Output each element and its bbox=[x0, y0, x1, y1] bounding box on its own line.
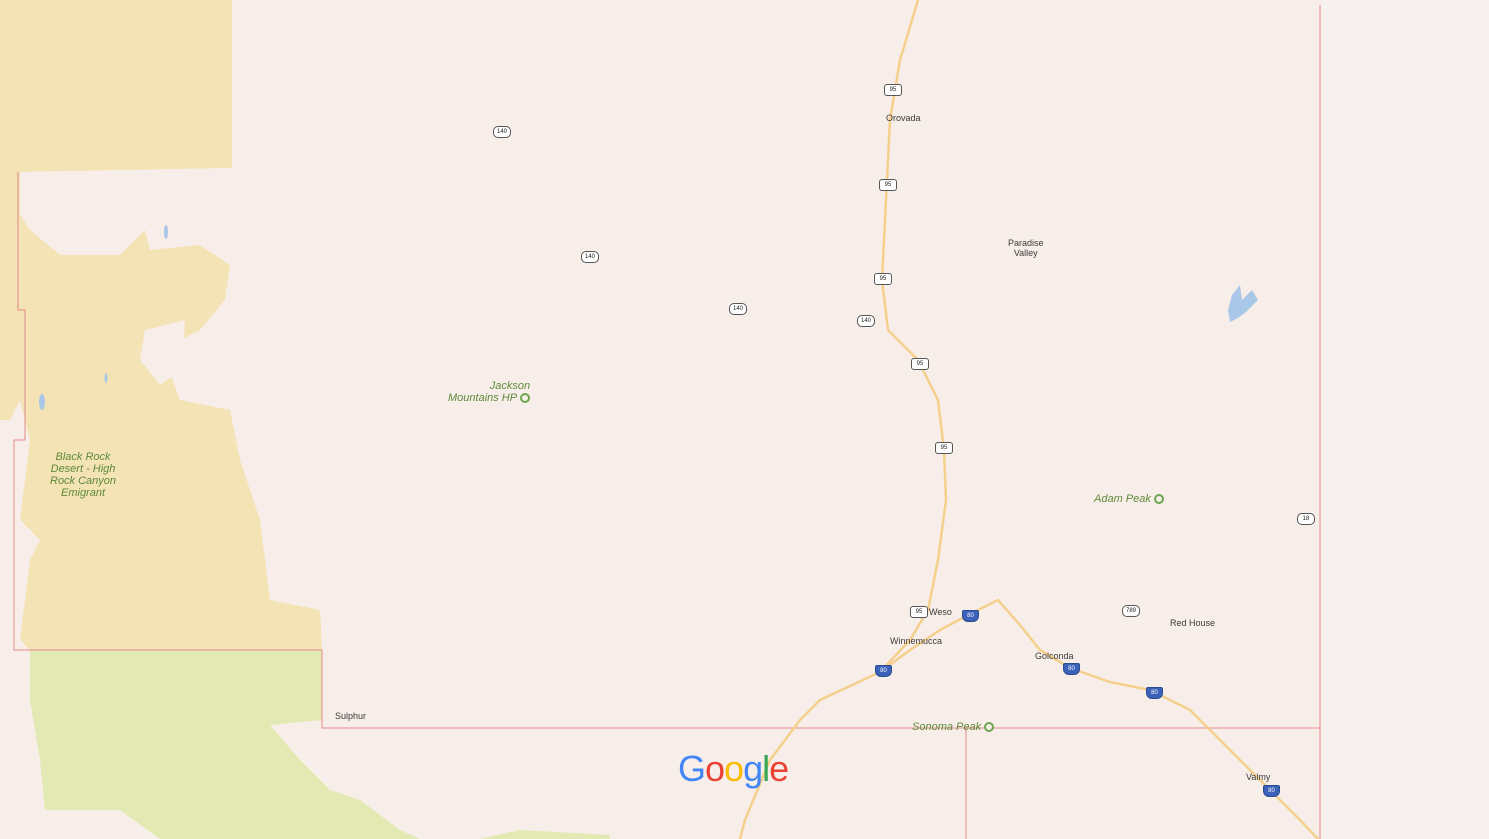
private-land-patch bbox=[20, 168, 232, 255]
jackson-line2: Mountains HP bbox=[448, 392, 531, 404]
us-route-shield: 95 bbox=[935, 442, 953, 454]
us-route-shield: 95 bbox=[911, 358, 929, 370]
interstate-shield: 80 bbox=[1063, 663, 1080, 675]
county-borders bbox=[13, 5, 1321, 839]
logo-letter: G bbox=[678, 748, 706, 789]
state-route-shield: 140 bbox=[729, 303, 747, 315]
place-sulphur[interactable]: Sulphur bbox=[335, 711, 367, 721]
green-strip bbox=[480, 830, 610, 839]
us-route-shield: 95 bbox=[910, 606, 928, 618]
land-east bbox=[1322, 0, 1489, 839]
logo-letter: o bbox=[724, 748, 744, 789]
state-route-shield: 18 bbox=[1297, 513, 1315, 525]
jackson-line1: Jackson bbox=[489, 380, 531, 392]
black-rock-line3: Rock Canyon bbox=[50, 475, 117, 487]
park-black-rock-desert[interactable]: Black Rock Desert - High Rock Canyon Emi… bbox=[50, 451, 116, 499]
paradise-valley-line2: Valley bbox=[1013, 248, 1038, 258]
us-route-shield: 95 bbox=[874, 273, 892, 285]
state-route-shield: 140 bbox=[581, 251, 599, 263]
peak-adam[interactable]: Adam Peak bbox=[1094, 493, 1164, 505]
logo-letter: g bbox=[743, 748, 763, 789]
paradise-valley-line1: Paradise bbox=[1008, 238, 1044, 248]
black-rock-line1: Black Rock bbox=[55, 451, 111, 463]
black-rock-line2: Desert - High bbox=[50, 463, 116, 475]
black-rock-line4: Emigrant bbox=[61, 487, 106, 499]
state-route-shield: 789 bbox=[1122, 605, 1140, 617]
logo-letter: e bbox=[769, 748, 789, 789]
interstate-shield: 80 bbox=[962, 610, 979, 622]
water-bodies bbox=[39, 225, 1258, 410]
highways bbox=[738, 0, 1320, 839]
public-land-area bbox=[0, 0, 322, 650]
place-weso[interactable]: Weso bbox=[929, 607, 952, 617]
interstate-shield: 80 bbox=[1263, 785, 1280, 797]
place-winnemucca[interactable]: Winnemucca bbox=[890, 636, 943, 646]
adam-peak-label: Adam Peak bbox=[1094, 493, 1151, 505]
interstate-80 bbox=[878, 598, 1320, 839]
us-route-shield: 95 bbox=[884, 84, 902, 96]
park-marker-icon bbox=[520, 393, 531, 404]
place-red-house[interactable]: Red House bbox=[1170, 618, 1216, 628]
google-logo: Google bbox=[678, 748, 789, 790]
green-land-area bbox=[30, 650, 420, 839]
interstate-shield: 80 bbox=[1146, 687, 1163, 699]
place-golconda[interactable]: Golconda bbox=[1035, 651, 1074, 661]
logo-letter: o bbox=[705, 748, 725, 789]
park-jackson-mountains[interactable]: Jackson Mountains HP bbox=[448, 380, 531, 404]
place-orovada[interactable]: Orovada bbox=[886, 113, 921, 123]
peak-marker-icon bbox=[984, 722, 995, 733]
logo-letter: l bbox=[762, 748, 770, 789]
private-land-patch-2 bbox=[140, 320, 185, 385]
us-95 bbox=[738, 0, 948, 839]
place-valmy[interactable]: Valmy bbox=[1246, 772, 1271, 782]
peak-sonoma[interactable]: Sonoma Peak bbox=[912, 721, 995, 733]
interstate-shield: 80 bbox=[875, 665, 892, 677]
state-route-shield: 140 bbox=[493, 126, 511, 138]
peak-marker-icon bbox=[1153, 494, 1164, 505]
place-paradise-valley[interactable]: Paradise Valley bbox=[1008, 238, 1044, 258]
state-route-shield: 140 bbox=[857, 315, 875, 327]
jackson-line2-text: Mountains HP bbox=[448, 392, 518, 404]
sonoma-peak-label: Sonoma Peak bbox=[912, 721, 982, 733]
us-route-shield: 95 bbox=[879, 179, 897, 191]
